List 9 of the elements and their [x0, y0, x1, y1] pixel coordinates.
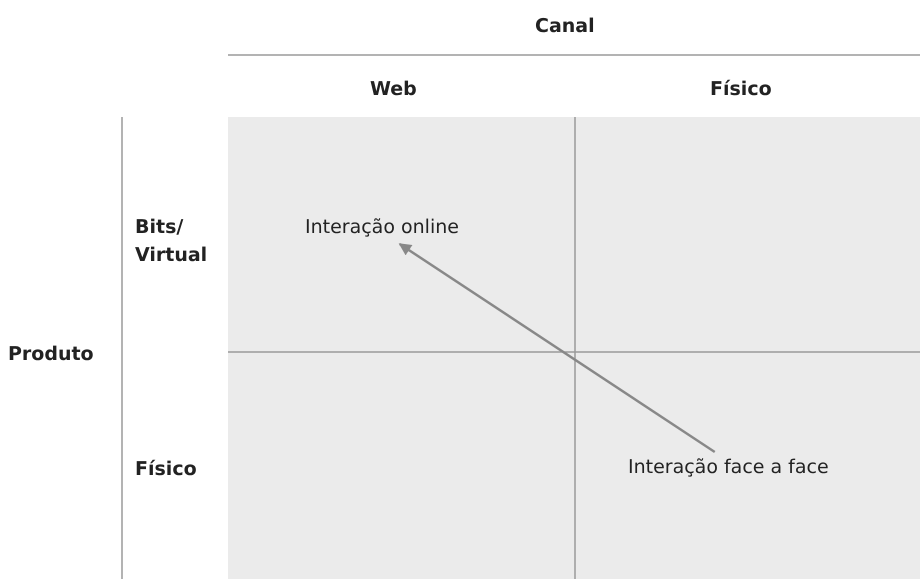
axis-title: Produto: [8, 343, 94, 365]
row-heading: Físico: [135, 458, 197, 480]
axis-title: Canal: [535, 15, 595, 37]
row-heading: Bits/ Virtual: [135, 215, 208, 268]
column-heading: Web: [370, 78, 417, 100]
interaction-label: Interação online: [305, 216, 459, 238]
arrow: [398, 242, 716, 454]
column-heading: Físico: [710, 78, 772, 100]
interaction-label: Interação face a face: [628, 456, 829, 478]
